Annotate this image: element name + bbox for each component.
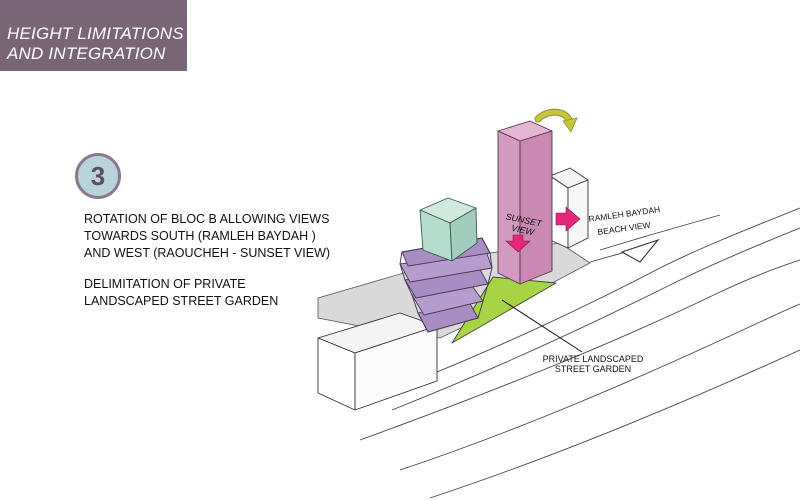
description-line-4: DELIMITATION OF PRIVATE [84,277,246,291]
white-block-right [549,167,589,249]
rotation-arrow-icon [534,108,578,133]
sunset-view-arrow-icon [505,234,531,253]
title-band: HEIGHT LIMITATIONS AND INTEGRATION [0,0,187,71]
step-number-badge: 3 [75,153,121,199]
beach-label-line-2: BEACH VIEW [597,220,651,237]
garden-label-line-2: STREET GARDEN [555,364,631,374]
description-line-3: AND WEST (RAOUCHEH - SUNSET VIEW) [84,246,331,260]
step-number: 3 [90,160,106,191]
traffic-island [620,238,660,263]
teal-block [419,197,478,262]
sunset-label-line-2: VIEW [510,223,536,238]
garden-label-line-1: PRIVATE LANDSCAPED [543,354,644,364]
title-line-1: HEIGHT LIMITATIONS [7,24,184,43]
title-line-2: AND INTEGRATION [7,44,166,63]
tower-bloc-b [497,120,553,285]
description-line-2: TOWARDS SOUTH (RAMLEH BAYDAH ) [84,229,316,243]
description-line-5: LANDSCAPED STREET GARDEN [84,294,279,308]
road-lines [359,207,800,499]
beach-view-arrow-icon [555,206,581,232]
garden-leader-line [501,299,583,353]
white-block-left [317,312,438,411]
description-line-1: ROTATION OF BLOC B ALLOWING VIEWS [84,212,330,226]
